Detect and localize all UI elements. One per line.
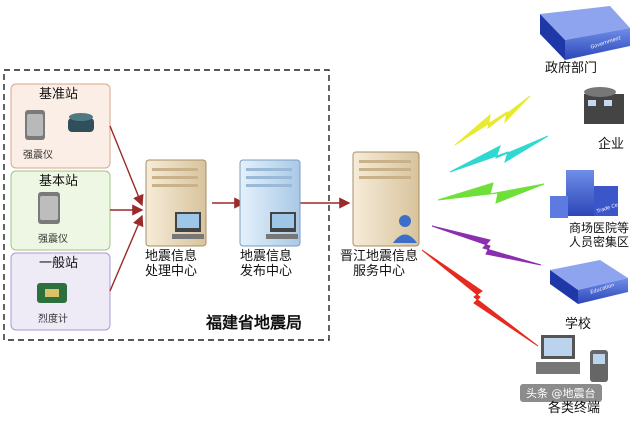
trade-center-line1: 商场医院等 <box>569 221 630 235</box>
bureau-boundary <box>3 69 330 341</box>
station-title-general: 一般站 <box>39 256 79 271</box>
trade-center-line2: 人员密集区 <box>569 234 630 249</box>
release-center-line1: 地震信息 <box>240 249 293 264</box>
seismometer-device-icon-2 <box>38 192 60 224</box>
arrow-reference-to-processing <box>109 125 144 207</box>
bolt-enterprise <box>449 135 549 173</box>
station-device-reference: 强震仪 <box>23 150 53 161</box>
school-building-icon <box>550 260 628 304</box>
release-server-icon <box>239 159 301 247</box>
target-label-terminals: 各类终端 <box>548 401 601 416</box>
bolt-school <box>431 225 542 266</box>
service-server-icon <box>352 151 420 247</box>
trade-center-building-icon <box>550 170 618 218</box>
bolt-government <box>454 95 531 146</box>
processing-center-line1: 地震信息 <box>145 249 198 264</box>
processing-center-label: 地震信息 处理中心 <box>145 249 198 280</box>
seismometer-device-icon <box>25 110 45 140</box>
bureau-label: 福建省地震局 <box>206 313 303 332</box>
watermark-badge: 头条 @地震台 <box>520 384 602 402</box>
government-building-icon <box>540 6 630 60</box>
station-device-basic: 强震仪 <box>38 234 68 245</box>
accelerometer-device-icon <box>68 113 94 132</box>
bolt-trade-center <box>437 182 545 204</box>
station-device-general: 烈度计 <box>38 314 68 325</box>
target-label-enterprise: 企业 <box>598 137 625 152</box>
target-label-school: 学校 <box>565 317 592 332</box>
enterprise-building-icon <box>584 87 624 124</box>
target-label-trade-center: 商场医院等 人员密集区 <box>569 221 630 250</box>
arrow-general-to-processing <box>109 214 144 292</box>
release-center-line2: 发布中心 <box>240 263 293 279</box>
processing-server-icon <box>145 159 207 247</box>
station-title-basic: 基本站 <box>39 174 79 189</box>
service-center-line2: 服务中心 <box>353 263 406 279</box>
target-label-government: 政府部门 <box>545 61 598 76</box>
bolt-terminals <box>421 249 539 347</box>
terminal-devices-icon <box>536 335 608 382</box>
intensity-meter-icon <box>37 283 67 303</box>
station-title-reference: 基准站 <box>39 87 79 102</box>
release-center-label: 地震信息 发布中心 <box>240 249 293 280</box>
service-center-line1: 晋江地震信息 <box>340 249 419 264</box>
processing-center-line2: 处理中心 <box>145 263 198 279</box>
service-center-label: 晋江地震信息 服务中心 <box>340 249 419 280</box>
